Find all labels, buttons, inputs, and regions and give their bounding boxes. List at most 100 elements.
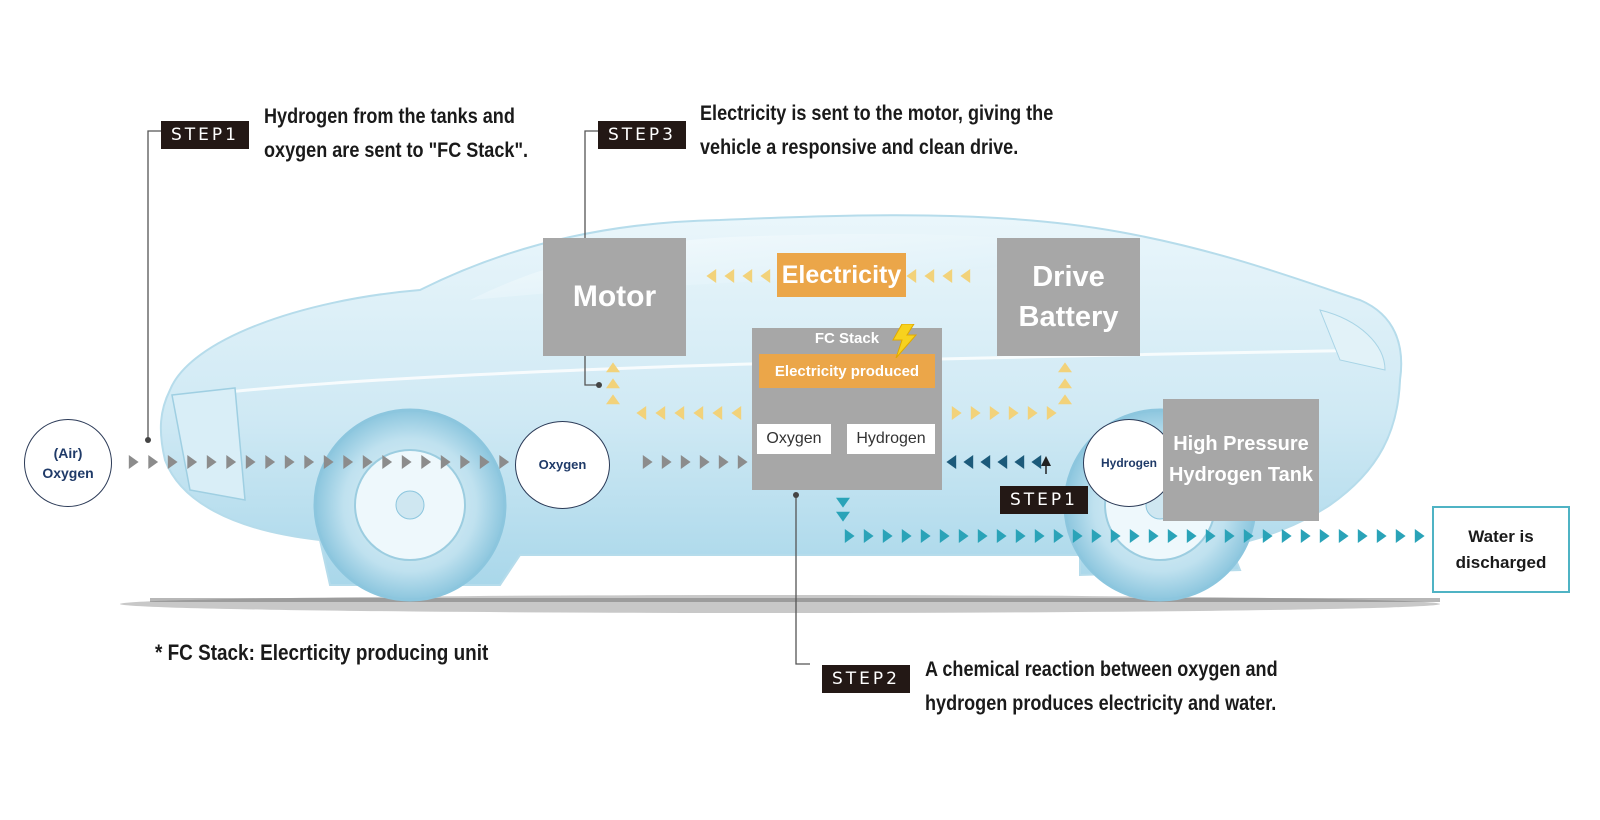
step1-top-line1: Hydrogen from the tanks and [264,105,515,128]
fc-stack-footnote: * FC Stack: Elecrticity producing unit [155,640,489,665]
motor-label: Motor [572,280,657,313]
arrow-up-to-battery [1058,362,1072,373]
arrow-water-out [1300,529,1311,543]
arrow-oxygen-to-fc [699,455,710,469]
arrow-water-out [1414,529,1425,543]
water-discharged-box: Water is discharged [1432,506,1570,593]
arrow-up-to-motor [606,378,620,389]
step2-description: A chemical reaction between oxygen and h… [925,653,1278,721]
arrow-electricity-left [742,269,753,283]
front-grille [171,387,246,501]
arrow-water-out [1072,529,1083,543]
arrow-hydrogen-to-fc [946,455,957,469]
step2-line1: A chemical reaction between oxygen and [925,658,1278,681]
arrow-hydrogen-to-fc [1014,455,1025,469]
arrow-water-out [1205,529,1216,543]
arrow-air-to-oxygen [128,455,139,469]
lightning-icon [892,324,918,358]
arrow-fc-to-motor [674,406,685,420]
car-bodyline [199,348,1381,397]
hydrogen-circle: Hydrogen [1083,419,1175,507]
arrow-oxygen-to-fc [642,455,653,469]
arrow-water-out [996,529,1007,543]
arrow-water-down [836,497,850,508]
oxygen-circle-label: Oxygen [538,457,587,472]
arrow-air-to-oxygen [167,455,178,469]
arrow-air-to-oxygen [440,455,451,469]
arrow-air-to-oxygen [362,455,373,469]
arrow-water-out [939,529,950,543]
arrow-electricity-left [706,269,717,283]
arrow-water-down [836,511,850,522]
arrow-electricity-left [760,269,771,283]
electricity-box: Electricity [777,253,906,297]
arrow-air-to-oxygen [206,455,217,469]
fc-stack-title: FC Stack [814,330,880,347]
air-oxygen-circle: (Air) Oxygen [24,419,112,507]
arrow-water-out [1091,529,1102,543]
arrow-air-to-oxygen [343,455,354,469]
tank-step1-pointer-tip [1041,456,1051,466]
fc-hydrogen-box: Hydrogen [847,424,935,454]
step3-line2: vehicle a responsive and clean drive. [700,136,1019,159]
arrow-fc-to-motor [655,406,666,420]
arrow-water-out [1281,529,1292,543]
arrow-air-to-oxygen [265,455,276,469]
arrow-water-out [1167,529,1178,543]
arrow-water-out [1148,529,1159,543]
arrow-air-to-oxygen [187,455,198,469]
arrow-up-to-motor [606,394,620,405]
tank-line2: Hydrogen Tank [1168,464,1314,486]
fc-oxygen-label: Oxygen [766,430,822,447]
arrow-fc-to-battery [951,406,962,420]
arrow-water-out [1319,529,1330,543]
step2-badge: STEP2 [822,665,910,693]
water-line1: Water is [1468,526,1534,546]
ground-shadow [120,595,1440,613]
water-line2: discharged [1455,552,1547,572]
arrow-water-out [1357,529,1368,543]
arrow-water-out [1034,529,1045,543]
arrow-oxygen-to-fc [737,455,748,469]
air-label: (Air) [53,445,83,461]
arrow-fc-to-motor [636,406,647,420]
step3-leader-line-lower [584,345,599,386]
arrow-oxygen-to-fc [661,455,672,469]
arrow-oxygen-to-fc [680,455,691,469]
arrow-water-out [1243,529,1254,543]
arrow-up-to-battery [1058,394,1072,405]
arrow-air-to-oxygen [226,455,237,469]
front-wheel-center [395,490,425,520]
arrow-electricity-left [724,269,735,283]
arrow-air-to-oxygen [245,455,256,469]
arrow-fc-to-motor [693,406,704,420]
arrow-fc-to-battery [1046,406,1057,420]
step3-leader-dot [596,382,602,388]
step3-line1: Electricity is sent to the motor, giving… [700,102,1054,125]
fc-oxygen-box: Oxygen [757,424,831,454]
arrow-air-to-oxygen [304,455,315,469]
arrow-water-out [1376,529,1387,543]
drive-battery-line2: Battery [1018,301,1119,333]
flow-arrows [128,269,1425,543]
arrow-up-to-motor [606,362,620,373]
arrow-water-out [901,529,912,543]
arrow-battery-left [942,269,953,283]
arrow-water-out [1110,529,1121,543]
arrow-water-out [920,529,931,543]
arrow-water-out [1053,529,1064,543]
step2-line2: hydrogen produces electricity and water. [925,692,1277,715]
arrow-water-out [958,529,969,543]
arrow-water-out [1395,529,1406,543]
arrow-hydrogen-to-fc [1031,455,1042,469]
arrow-water-out [863,529,874,543]
step3-leader-line [584,130,598,240]
drive-battery-line1: Drive [1032,261,1105,293]
arrow-water-out [1129,529,1140,543]
arrow-battery-left [960,269,971,283]
arrow-air-to-oxygen [382,455,393,469]
arrow-oxygen-to-fc [718,455,729,469]
fc-stack-box: FC Stack Electricity produced Oxygen Hyd… [752,324,942,490]
step1-top-badge: STEP1 [161,121,249,149]
arrow-air-to-oxygen [421,455,432,469]
